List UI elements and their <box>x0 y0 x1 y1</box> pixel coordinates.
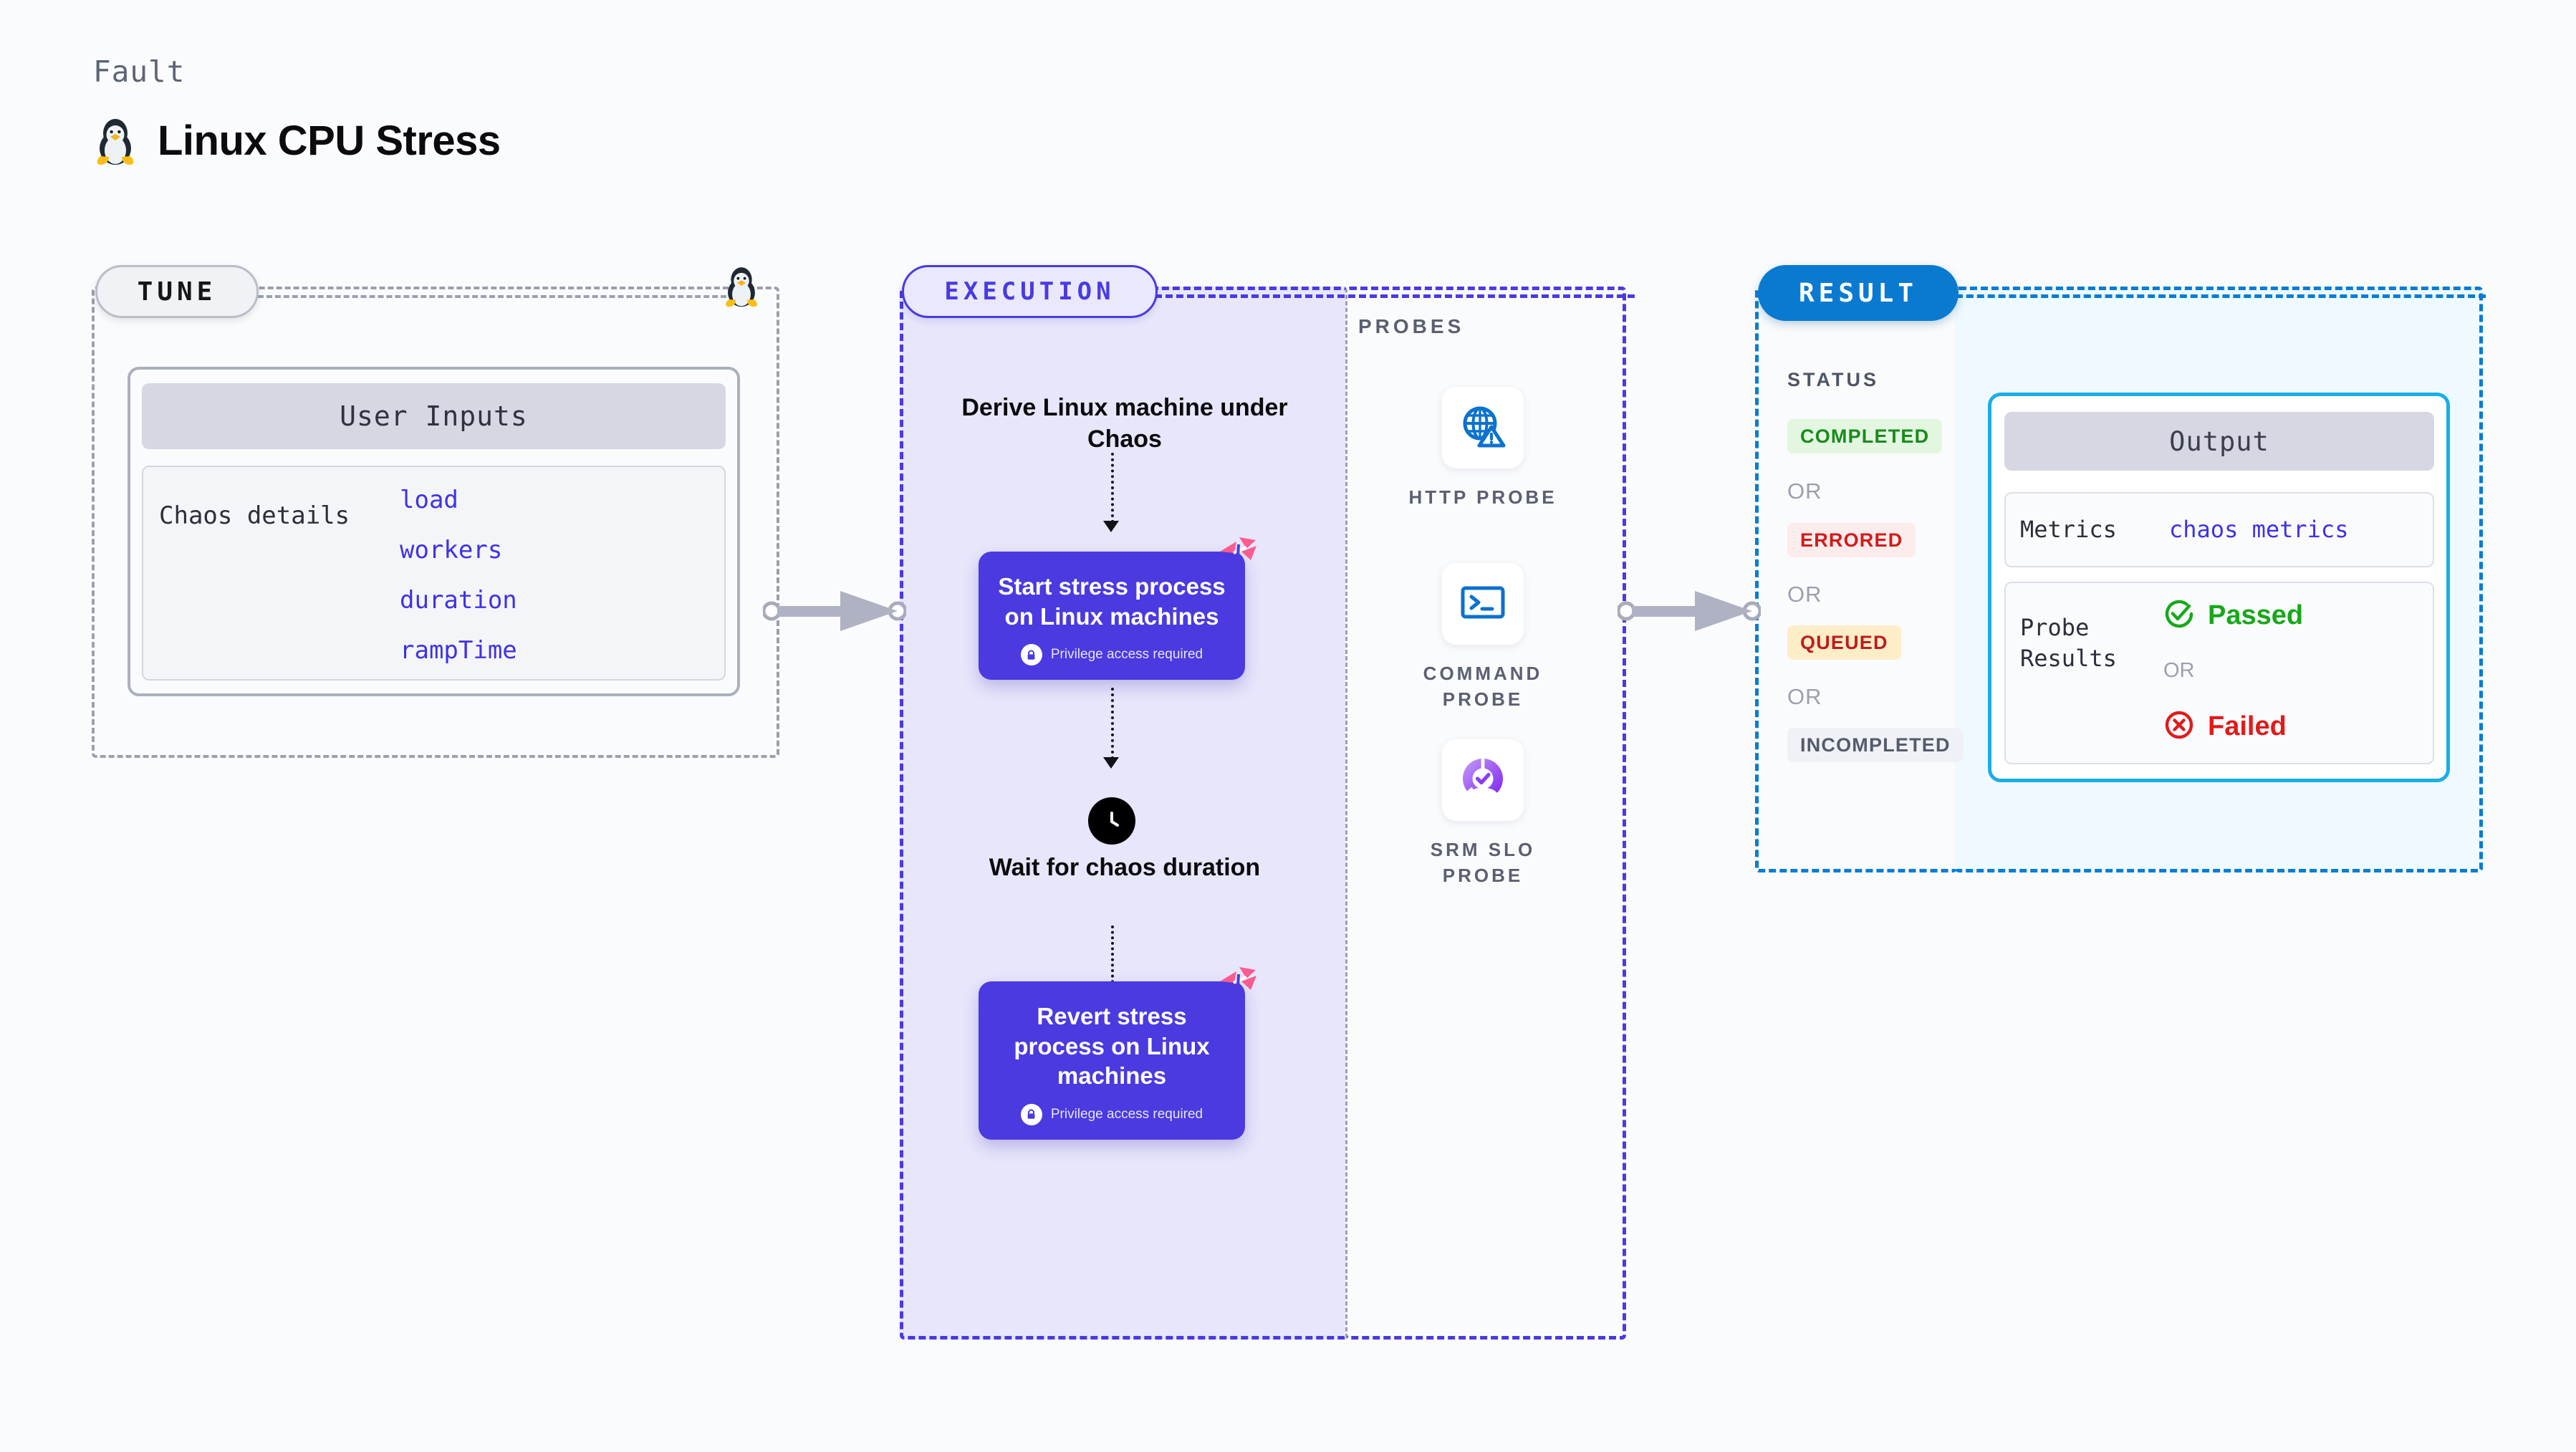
flow-arrow-1 <box>1111 453 1114 523</box>
start-stress-privilege-text: Privilege access required <box>1050 647 1203 663</box>
fault-title-row: Linux CPU Stress <box>93 115 501 166</box>
terminal-icon <box>1459 582 1506 626</box>
harness-logo-icon <box>1218 536 1258 577</box>
globe-warning-icon <box>1459 403 1506 453</box>
tune-linux-penguin-icon <box>722 264 761 312</box>
tune-pill[interactable]: TUNE <box>95 265 259 318</box>
derive-machine-label: Derive Linux machine under Chaos <box>961 394 1288 453</box>
lock-icon <box>1020 644 1042 666</box>
revert-stress-action-box[interactable]: Revert stress process on Linux machines … <box>979 967 1256 1140</box>
status-badge-incompleted: INCOMPLETED <box>1787 728 1964 762</box>
slo-donut-check-icon <box>1458 754 1507 807</box>
probe-result-failed: Failed <box>2163 709 2287 744</box>
chaos-details-box <box>142 466 726 681</box>
result-pill[interactable]: RESULT <box>1758 265 1959 321</box>
chaos-param-duration[interactable]: duration <box>400 586 517 615</box>
probe-results-label-line1: Probe <box>2020 614 2090 641</box>
probes-title: PROBES <box>1358 315 1465 337</box>
probe-results-row <box>2004 582 2434 764</box>
clock-icon <box>1088 797 1135 845</box>
result-pill-connector <box>1956 294 2486 298</box>
probe-label-command: COMMAND PROBE <box>1423 663 1543 711</box>
probe-result-passed-text: Passed <box>2208 600 2304 630</box>
chaos-params-list: load workers duration rampTime <box>400 486 517 665</box>
linux-penguin-icon <box>93 115 138 166</box>
probe-result-passed: Passed <box>2163 598 2303 633</box>
probe-tile-srm-slo <box>1442 739 1524 821</box>
probe-item-command[interactable]: COMMAND PROBE <box>1393 563 1572 713</box>
start-stress-title: Start stress process on Linux machines <box>998 573 1226 630</box>
start-stress-action-box[interactable]: Start stress process on Linux machines P… <box>979 537 1256 681</box>
wait-for-duration-label: Wait for chaos duration <box>989 854 1261 881</box>
probe-tile-command <box>1442 563 1524 645</box>
flow-arrow-3 <box>1111 925 1114 989</box>
probe-label-http: HTTP PROBE <box>1408 486 1557 508</box>
metrics-row <box>2004 492 2434 567</box>
tune-panel <box>92 287 779 758</box>
chaos-param-load[interactable]: load <box>400 486 458 514</box>
status-or-1: OR <box>1787 479 1822 504</box>
fault-kicker-label: Fault <box>93 54 186 89</box>
metrics-value[interactable]: chaos metrics <box>2169 516 2349 543</box>
status-title: STATUS <box>1787 369 1879 390</box>
flow-arrow-1-head <box>1103 521 1119 532</box>
status-or-2: OR <box>1787 582 1822 607</box>
lock-icon <box>1020 1103 1042 1125</box>
user-inputs-header: User Inputs <box>142 383 726 449</box>
flow-arrow-2-head <box>1103 757 1119 769</box>
chaos-param-ramptime[interactable]: rampTime <box>400 636 517 665</box>
check-circle-icon <box>2163 598 2195 633</box>
harness-logo-icon <box>1218 966 1258 1006</box>
probe-results-label-line2: Results <box>2020 645 2117 673</box>
chaos-details-label: Chaos details <box>159 501 350 530</box>
probe-label-srm-slo: SRM SLO PROBE <box>1430 839 1536 887</box>
tune-pill-connector <box>258 295 752 298</box>
flow-arrow-2 <box>1111 688 1114 759</box>
probe-tile-http <box>1442 387 1524 468</box>
tune-to-execution-arrow <box>761 586 908 640</box>
start-stress-privilege-note: Privilege access required <box>991 644 1232 666</box>
probe-result-failed-text: Failed <box>2208 711 2287 741</box>
output-header: Output <box>2004 412 2434 471</box>
status-badge-errored: ERRORED <box>1787 523 1916 557</box>
x-circle-icon <box>2163 709 2195 744</box>
execution-pill[interactable]: EXECUTION <box>902 265 1158 318</box>
probe-results-label: Probe Results <box>2020 612 2117 674</box>
metrics-label: Metrics <box>2020 516 2117 543</box>
probes-to-result-arrow <box>1616 586 1762 640</box>
status-badge-queued: QUEUED <box>1787 625 1901 660</box>
execution-pill-connector <box>1155 294 1635 298</box>
chaos-param-workers[interactable]: workers <box>400 536 503 564</box>
revert-stress-privilege-note: Privilege access required <box>991 1103 1232 1125</box>
status-or-3: OR <box>1787 684 1822 709</box>
page-title: Linux CPU Stress <box>158 117 501 164</box>
probe-result-or: OR <box>2163 659 2195 682</box>
probe-item-http[interactable]: HTTP PROBE <box>1393 387 1572 510</box>
probe-item-srm-slo[interactable]: SRM SLO PROBE <box>1393 739 1572 889</box>
status-badge-completed: COMPLETED <box>1787 419 1943 453</box>
revert-stress-title: Revert stress process on Linux machines <box>1014 1003 1210 1090</box>
revert-stress-privilege-text: Privilege access required <box>1050 1106 1203 1122</box>
